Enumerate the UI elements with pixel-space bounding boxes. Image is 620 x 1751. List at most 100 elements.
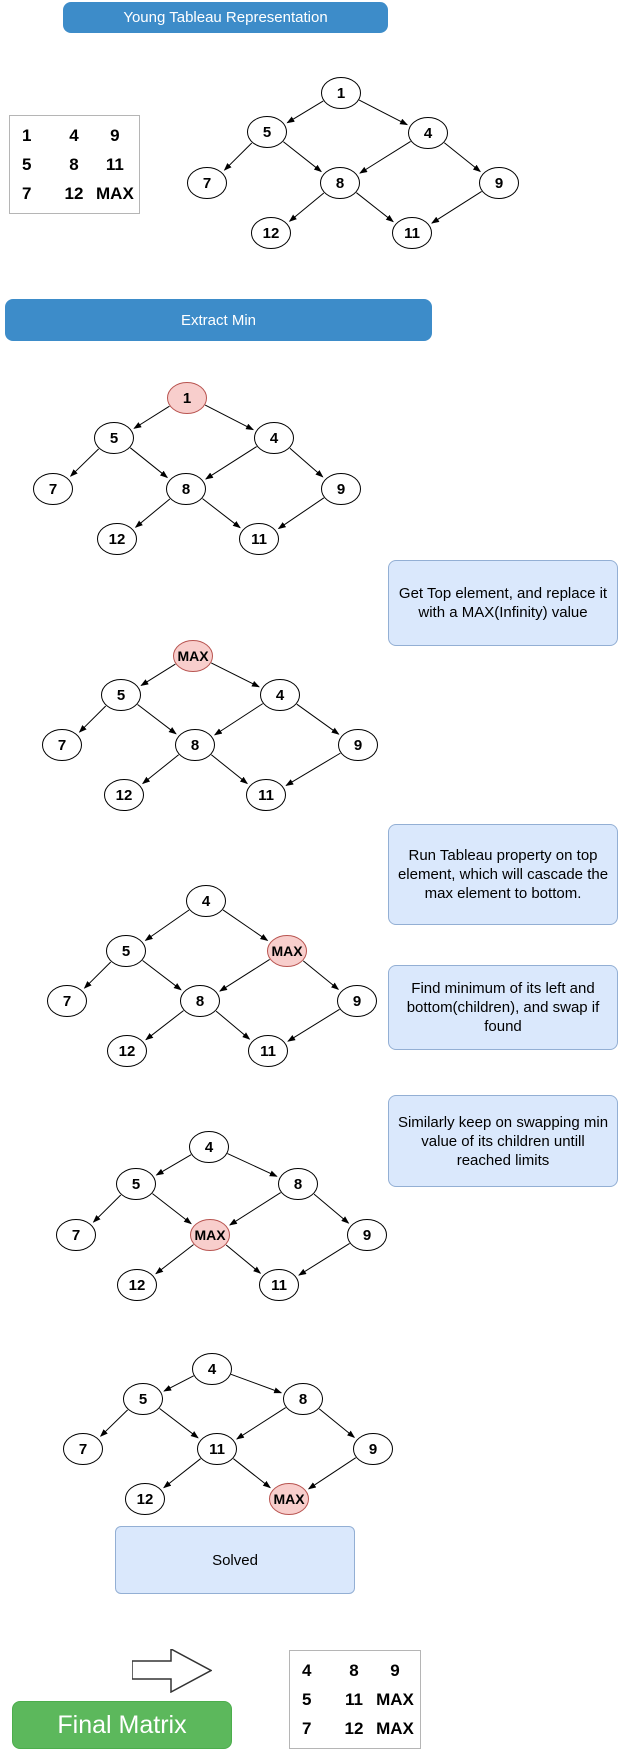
graph-edge-representation-1-5	[286, 100, 324, 124]
graph-node-label: 7	[79, 1441, 87, 1458]
graph-edge-extract-step-4-5-7	[92, 1194, 122, 1223]
note-run-tableau-property: Run Tableau property on top element, whi…	[388, 824, 618, 925]
graph-node-extract-step-2-4	[260, 679, 300, 711]
graph-edge-extract-step-2-8-12	[142, 754, 179, 785]
graph-node-label: 4	[208, 1361, 217, 1378]
graph-node-representation-8	[320, 167, 360, 199]
graph-edge-extract-step-3-9-11	[287, 1008, 340, 1042]
graph-edge-representation-5-7	[223, 142, 253, 171]
graph-node-extract-step-3-MAX	[267, 935, 307, 967]
graph-edge-extract-step-5-8-9	[318, 1408, 356, 1439]
graph-edge-representation-8-12	[288, 192, 325, 222]
matrix-cell: 12	[64, 183, 84, 203]
graph-node-extract-step-5-9	[353, 1433, 393, 1465]
graph-edge-extract-step-5-4-8	[230, 1373, 283, 1394]
graph-edge-extract-step-1-8-12	[134, 498, 171, 528]
graph-node-label: 11	[260, 1043, 276, 1060]
note-get-top-element: Get Top element, and replace it with a M…	[388, 560, 618, 646]
graph-edge-extract-step-3-8-12	[145, 1010, 184, 1041]
graph-node-label: 11	[258, 787, 274, 804]
graph-edge-representation-8-11	[356, 192, 394, 223]
matrix-cell: MAX	[376, 1718, 414, 1738]
graph-node-label: 9	[353, 993, 361, 1010]
graph-edge-extract-step-2-MAX-4	[211, 662, 260, 688]
graph-node-extract-step-2-8	[175, 729, 215, 761]
matrix-cell: 8	[349, 1660, 359, 1680]
graph-node-representation-1	[321, 77, 361, 109]
graph-node-extract-step-5-12	[125, 1483, 165, 1515]
graph-node-label: 12	[137, 1491, 154, 1508]
graph-edge-extract-step-4-8-MAX	[229, 1192, 281, 1226]
graph-edge-representation-1-4	[358, 99, 408, 126]
graph-node-extract-step-5-MAX	[269, 1483, 309, 1515]
graph-node-label: 8	[182, 481, 190, 498]
graph-edge-extract-step-2-5-7	[78, 705, 107, 733]
graph-edge-extract-step-1-4-8	[205, 446, 257, 480]
graph-node-extract-step-1-11	[239, 523, 279, 555]
final-matrix-banner: Final Matrix	[12, 1701, 232, 1749]
graph-node-representation-11	[392, 217, 432, 249]
graph-node-extract-step-4-9	[347, 1219, 387, 1251]
graph-edge-extract-step-1-4-9	[289, 447, 324, 478]
graph-node-extract-step-2-9	[338, 729, 378, 761]
graph-node-extract-step-3-7	[47, 985, 87, 1017]
graph-node-label: 12	[109, 531, 126, 548]
graph-node-label: 7	[49, 481, 57, 498]
right-arrow-icon	[132, 1649, 212, 1693]
matrix-cell: 12	[344, 1718, 364, 1738]
graph-node-extract-step-3-4	[186, 885, 226, 917]
matrix-cell: 4	[302, 1660, 312, 1680]
graph-node-label: 9	[363, 1227, 371, 1244]
graph-edge-extract-step-3-MAX-8	[219, 959, 270, 992]
graph-edge-extract-step-1-5-8	[130, 447, 169, 479]
graph-node-label: 7	[72, 1227, 80, 1244]
graph-node-label: 5	[139, 1391, 147, 1408]
graph-edge-extract-step-3-5-8	[142, 960, 182, 991]
graph-node-extract-step-2-7	[42, 729, 82, 761]
graph-node-extract-step-4-11	[259, 1269, 299, 1301]
graph-node-extract-step-1-5	[94, 422, 134, 454]
graph-node-extract-step-5-4	[192, 1353, 232, 1385]
graph-edge-extract-step-2-8-11	[211, 754, 248, 785]
graph-edge-representation-5-8	[283, 141, 322, 173]
note-find-minimum: Find minimum of its left and bottom(chil…	[388, 965, 618, 1050]
graph-node-label: 5	[122, 943, 130, 960]
graph-edge-extract-step-2-5-8	[137, 704, 177, 735]
graph-edge-extract-step-5-9-MAX	[307, 1457, 357, 1490]
graph-node-label: 7	[58, 737, 66, 754]
graph-node-extract-step-5-5	[123, 1383, 163, 1415]
matrix-cell: 9	[110, 125, 120, 145]
graph-edge-extract-step-2-9-11	[285, 752, 341, 786]
matrix-cell: 1	[22, 125, 32, 145]
graph-edge-representation-4-8	[359, 140, 411, 174]
graph-edge-extract-step-4-MAX-12	[155, 1244, 194, 1275]
graph-node-label: 12	[263, 225, 280, 242]
graph-node-extract-step-3-9	[337, 985, 377, 1017]
graph-node-label: 7	[63, 993, 71, 1010]
graph-node-extract-step-1-1	[167, 382, 207, 414]
graph-node-label: 11	[271, 1277, 287, 1294]
matrix-cell: 9	[390, 1660, 400, 1680]
graph-node-label: 5	[117, 687, 125, 704]
matrix-cell: 4	[69, 125, 79, 145]
graph-node-label: 4	[424, 125, 433, 142]
graph-edge-extract-step-3-8-11	[215, 1010, 251, 1040]
graph-edge-extract-step-4-MAX-11	[225, 1244, 262, 1274]
graph-edge-extract-step-4-4-8	[227, 1153, 278, 1177]
graph-node-extract-step-5-8	[283, 1383, 323, 1415]
graph-edge-extract-step-4-8-9	[313, 1193, 350, 1224]
graph-node-label: MAX	[273, 1491, 305, 1507]
graph-node-label: 1	[183, 390, 191, 407]
graph-node-label: 12	[116, 787, 133, 804]
matrix-cell: 7	[302, 1718, 312, 1738]
note-keep-swapping: Similarly keep on swapping min value of …	[388, 1095, 618, 1187]
graph-edge-representation-4-9	[444, 142, 481, 173]
graph-edge-extract-step-2-4-8	[213, 703, 264, 736]
graph-node-label: 8	[336, 175, 344, 192]
graph-edge-extract-step-5-4-5	[163, 1375, 194, 1392]
graph-node-extract-step-4-MAX	[190, 1219, 230, 1251]
graph-node-label: 8	[191, 737, 199, 754]
